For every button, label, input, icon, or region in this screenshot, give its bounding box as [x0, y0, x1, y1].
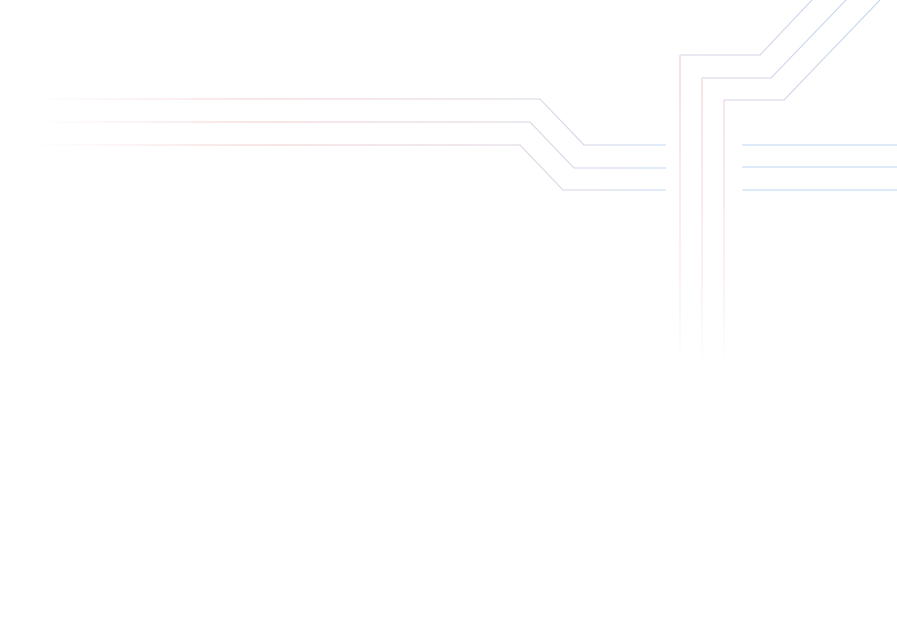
diagonal-circuit-line-1 — [680, 0, 813, 56]
left-circuit-line-3 — [30, 144, 666, 191]
left-circuit-line-1 — [30, 98, 666, 146]
left-circuit-line-2 — [30, 121, 666, 169]
vertical-circuit-group — [679, 55, 725, 370]
left-circuit-group — [30, 98, 666, 191]
right-circuit-group — [742, 144, 897, 191]
diagonal-circuit-line-2 — [702, 0, 847, 79]
diagonal-circuit-group — [680, 0, 881, 101]
diagonal-circuit-line-3 — [724, 0, 881, 101]
